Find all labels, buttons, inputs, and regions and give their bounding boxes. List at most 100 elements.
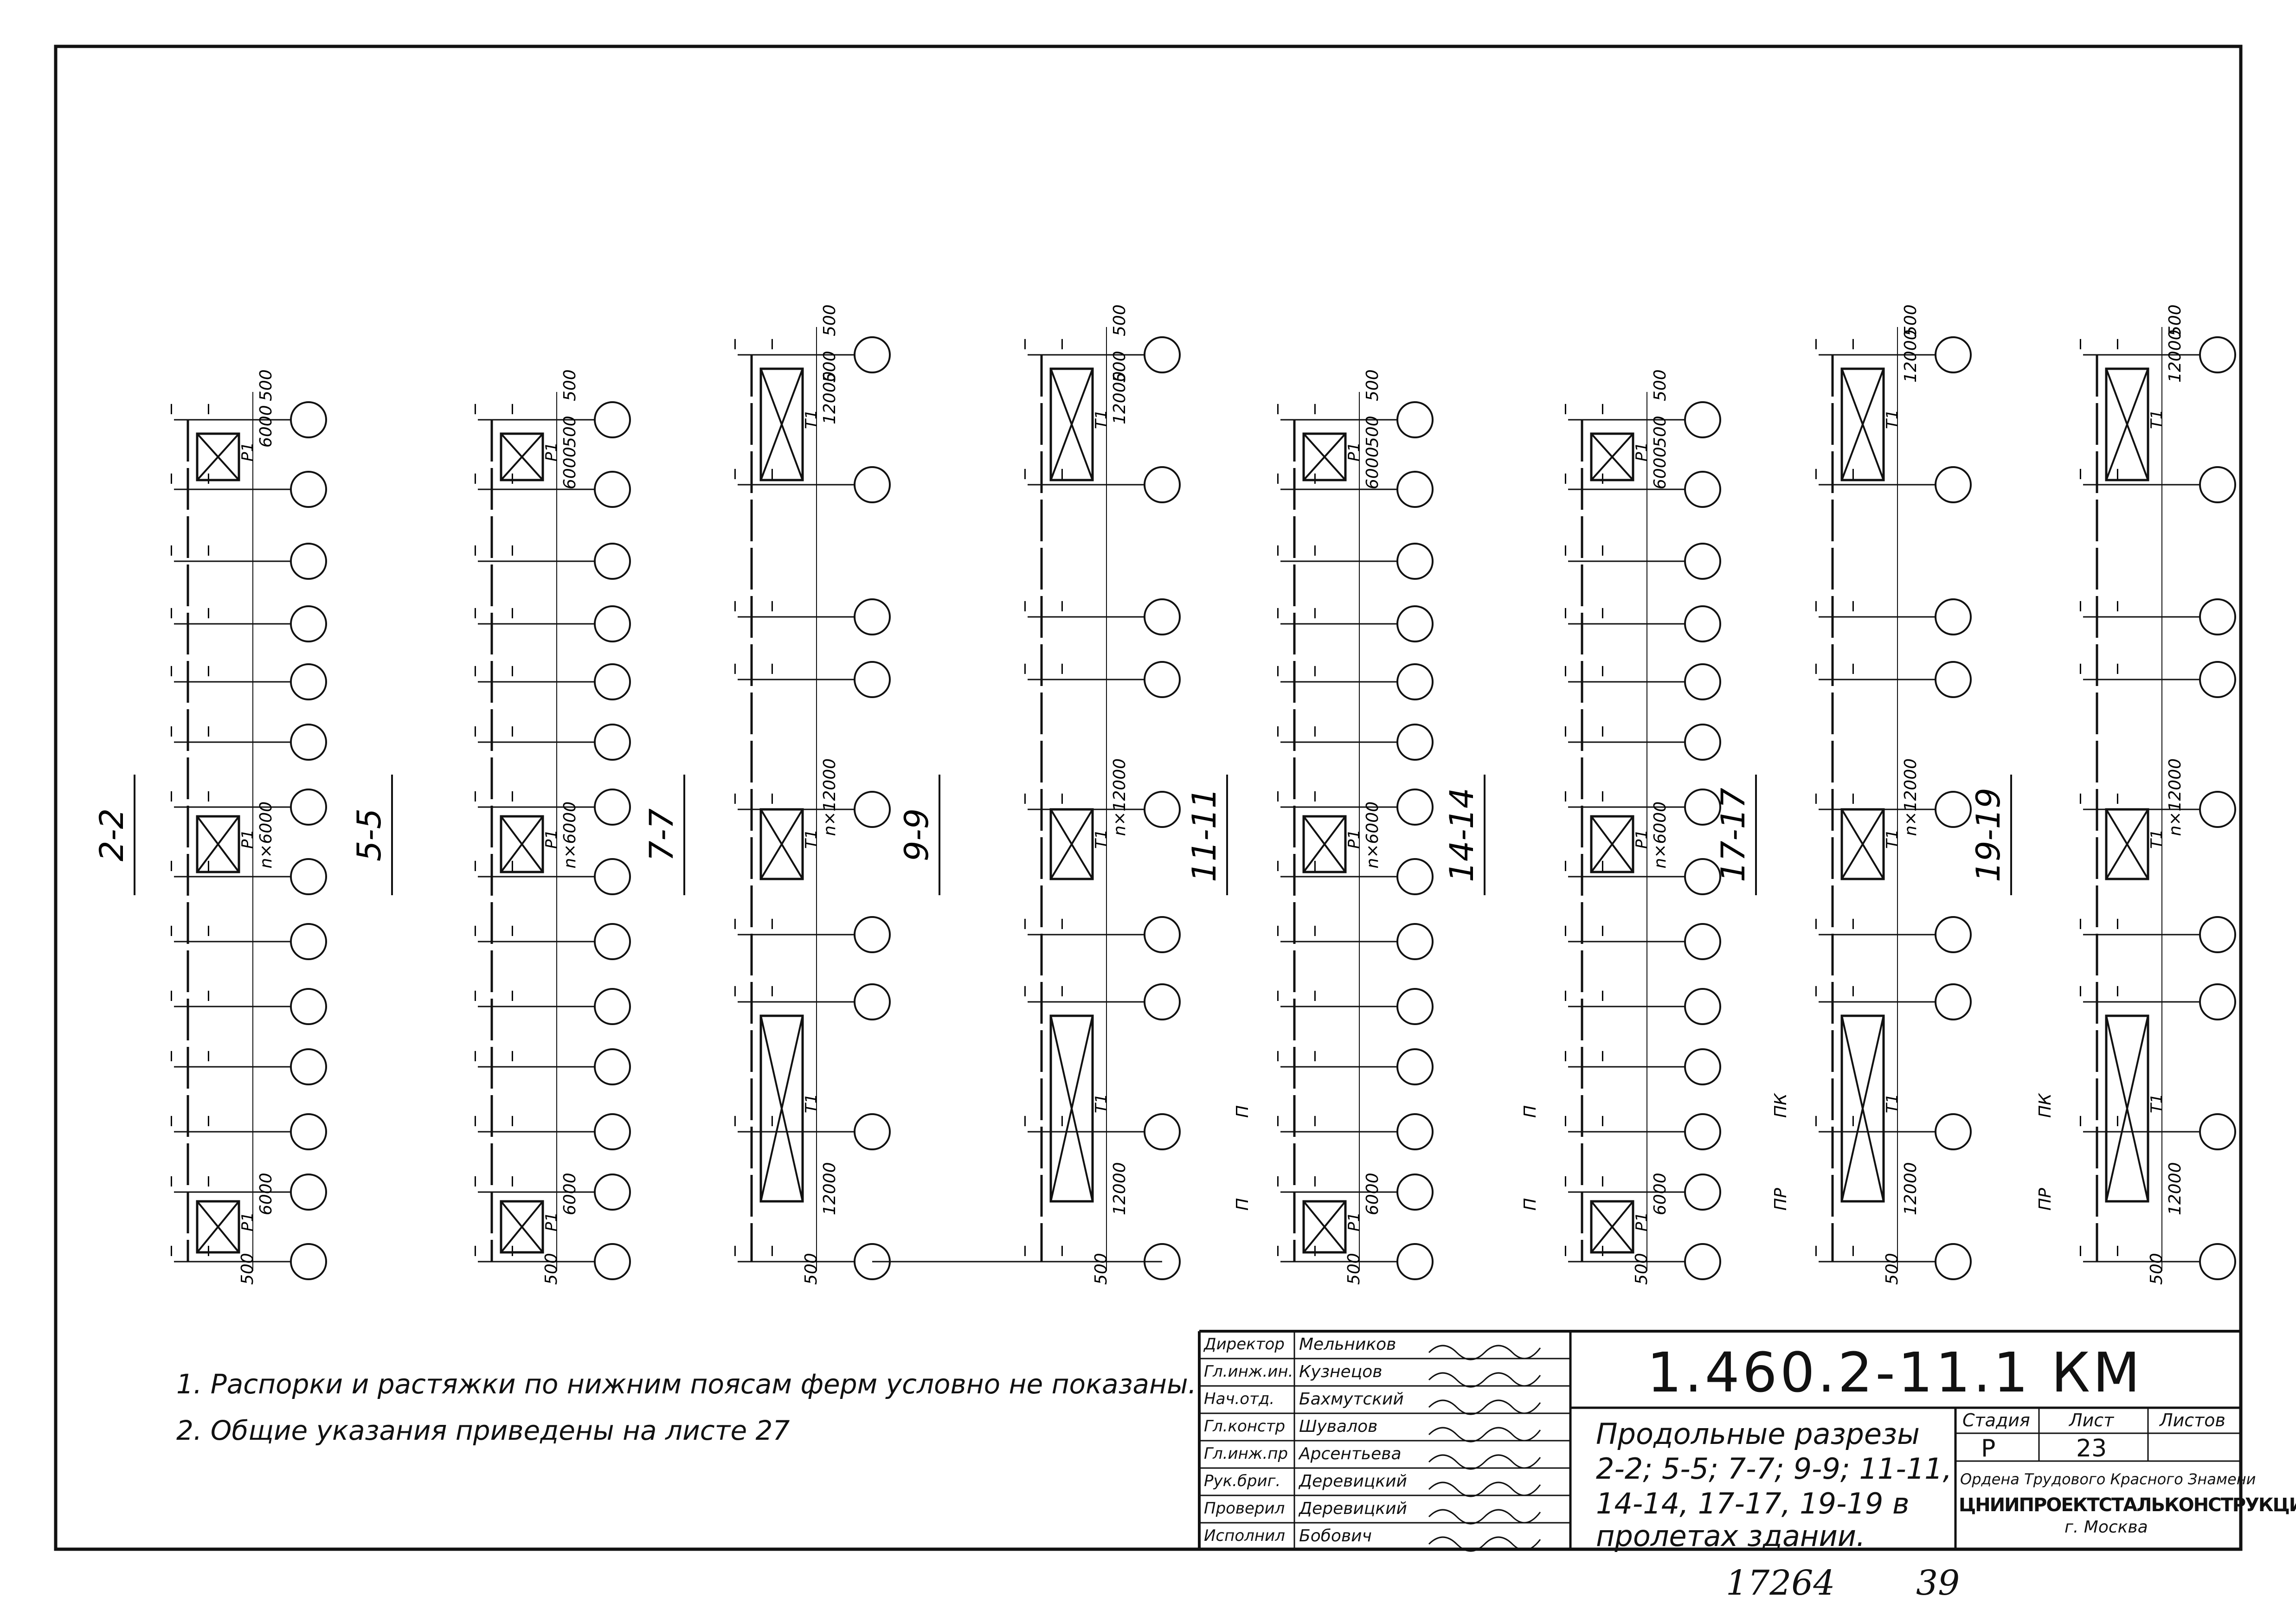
dimension-text: n×12000 bbox=[2166, 758, 2185, 836]
signature-role: Проверил bbox=[1204, 1499, 1285, 1518]
signature-role: Рук.бриг. bbox=[1204, 1472, 1281, 1490]
signature-name: Шувалов bbox=[1299, 1417, 1378, 1436]
brace-p1: P1 bbox=[1302, 815, 1363, 873]
brace-p1: P1 bbox=[196, 1200, 257, 1254]
column-mark: I bbox=[1851, 599, 1855, 615]
axis-circle bbox=[594, 543, 631, 580]
axis-circle bbox=[1396, 988, 1434, 1025]
axis-circle bbox=[2199, 336, 2236, 373]
axis-circle bbox=[1396, 543, 1434, 580]
brace-p1: P1 bbox=[1590, 432, 1651, 481]
member-mark: T1 bbox=[2148, 829, 2166, 849]
column-mark: I bbox=[770, 337, 774, 353]
column-mark: I bbox=[206, 1049, 211, 1065]
column-mark: I bbox=[1563, 1174, 1568, 1190]
member-mark: P1 bbox=[542, 829, 561, 849]
member-mark: T1 bbox=[802, 829, 821, 849]
dimension-text: 500 bbox=[2166, 304, 2185, 336]
section-label: 19-19 bbox=[1969, 788, 2007, 882]
column-mark: I bbox=[1023, 984, 1027, 1000]
member-mark: П bbox=[1521, 1105, 1540, 1118]
column-mark: I bbox=[473, 606, 477, 622]
column-mark: I bbox=[1276, 1244, 1280, 1260]
dimension-text: 500 bbox=[1363, 369, 1382, 401]
member-mark: П bbox=[1521, 1198, 1540, 1211]
column-mark: I bbox=[473, 471, 477, 487]
column-mark: I bbox=[733, 337, 737, 353]
member-mark: ПР bbox=[1771, 1188, 1790, 1211]
column-mark: I bbox=[1313, 1049, 1317, 1065]
axis-circle bbox=[290, 605, 327, 642]
axis-circle bbox=[1935, 466, 1972, 503]
column-mark: I bbox=[1023, 661, 1027, 678]
axis-circle bbox=[2199, 983, 2236, 1020]
column-mark: I bbox=[206, 988, 211, 1005]
dimension-text: 500 bbox=[2147, 1253, 2166, 1285]
column-mark: I bbox=[1313, 724, 1317, 740]
column-mark: I bbox=[510, 543, 515, 559]
axis-circle bbox=[1935, 1113, 1972, 1150]
column-mark: I bbox=[1814, 661, 1818, 678]
column-mark: I bbox=[473, 1174, 477, 1190]
dimension-text: 12000 bbox=[1901, 1162, 1920, 1215]
column-mark: I bbox=[1276, 1114, 1280, 1130]
member-mark: T1 bbox=[802, 410, 821, 429]
column-mark: I bbox=[206, 923, 211, 940]
axis-circle bbox=[290, 789, 327, 826]
member-mark: T1 bbox=[1883, 829, 1902, 849]
column-mark: I bbox=[2078, 467, 2083, 483]
column-mark: I bbox=[510, 664, 515, 680]
axis-circle bbox=[1396, 858, 1434, 895]
column-mark: I bbox=[169, 664, 174, 680]
column-mark: I bbox=[2116, 599, 2120, 615]
brace-p1: P1 bbox=[500, 815, 561, 873]
signature-name: Арсентьева bbox=[1299, 1444, 1402, 1463]
column-mark: I bbox=[733, 661, 737, 678]
column-mark: I bbox=[1601, 789, 1605, 805]
axis-circle bbox=[1684, 1243, 1721, 1280]
column-mark: I bbox=[2078, 661, 2083, 678]
column-mark: I bbox=[1060, 661, 1064, 678]
column-mark: I bbox=[473, 923, 477, 940]
dimension-text: 6000 bbox=[257, 405, 276, 448]
column-mark: I bbox=[1563, 1049, 1568, 1065]
column-mark: I bbox=[770, 917, 774, 933]
column-mark: I bbox=[2116, 984, 2120, 1000]
column-mark: I bbox=[1563, 859, 1568, 875]
axis-circle bbox=[1684, 471, 1721, 508]
column-mark: I bbox=[510, 724, 515, 740]
axis-circle bbox=[1935, 791, 1972, 828]
column-mark: I bbox=[1060, 337, 1064, 353]
axis-circle bbox=[1144, 336, 1181, 373]
column-mark: I bbox=[1601, 988, 1605, 1005]
axis-circle bbox=[290, 401, 327, 438]
column-mark: I bbox=[1313, 923, 1317, 940]
brace-p1: P1 bbox=[1590, 1200, 1651, 1254]
member-mark: ПР bbox=[2036, 1188, 2055, 1211]
column-mark: I bbox=[1601, 923, 1605, 940]
column-mark: I bbox=[1276, 923, 1280, 940]
column-mark: I bbox=[770, 984, 774, 1000]
column-mark: I bbox=[169, 543, 174, 559]
dimension-text: 12000 bbox=[820, 371, 839, 424]
axis-circle bbox=[2199, 1113, 2236, 1150]
dimension-text: 12000 bbox=[2166, 329, 2185, 383]
dimension-text: 500 bbox=[1651, 369, 1670, 401]
axis-circle bbox=[1144, 791, 1181, 828]
sheets-header: Листов bbox=[2160, 1410, 2225, 1430]
member-mark: ПК bbox=[1771, 1093, 1790, 1118]
dimension-text: 500 bbox=[1344, 1253, 1363, 1285]
dimension-text: 12000 bbox=[1901, 329, 1920, 383]
signature-scribble bbox=[1428, 1536, 1541, 1552]
column-mark: I bbox=[1313, 543, 1317, 559]
dimension-text: 500 bbox=[238, 1253, 257, 1285]
axis-circle bbox=[594, 923, 631, 960]
column-mark: I bbox=[1276, 859, 1280, 875]
axis-circle bbox=[1396, 1048, 1434, 1085]
column-mark: I bbox=[1276, 988, 1280, 1005]
axis-circle bbox=[290, 724, 327, 761]
axis-circle bbox=[1396, 923, 1434, 960]
truss-t1: T1 bbox=[759, 808, 821, 880]
dimension-text: n×6000 bbox=[1363, 802, 1382, 869]
